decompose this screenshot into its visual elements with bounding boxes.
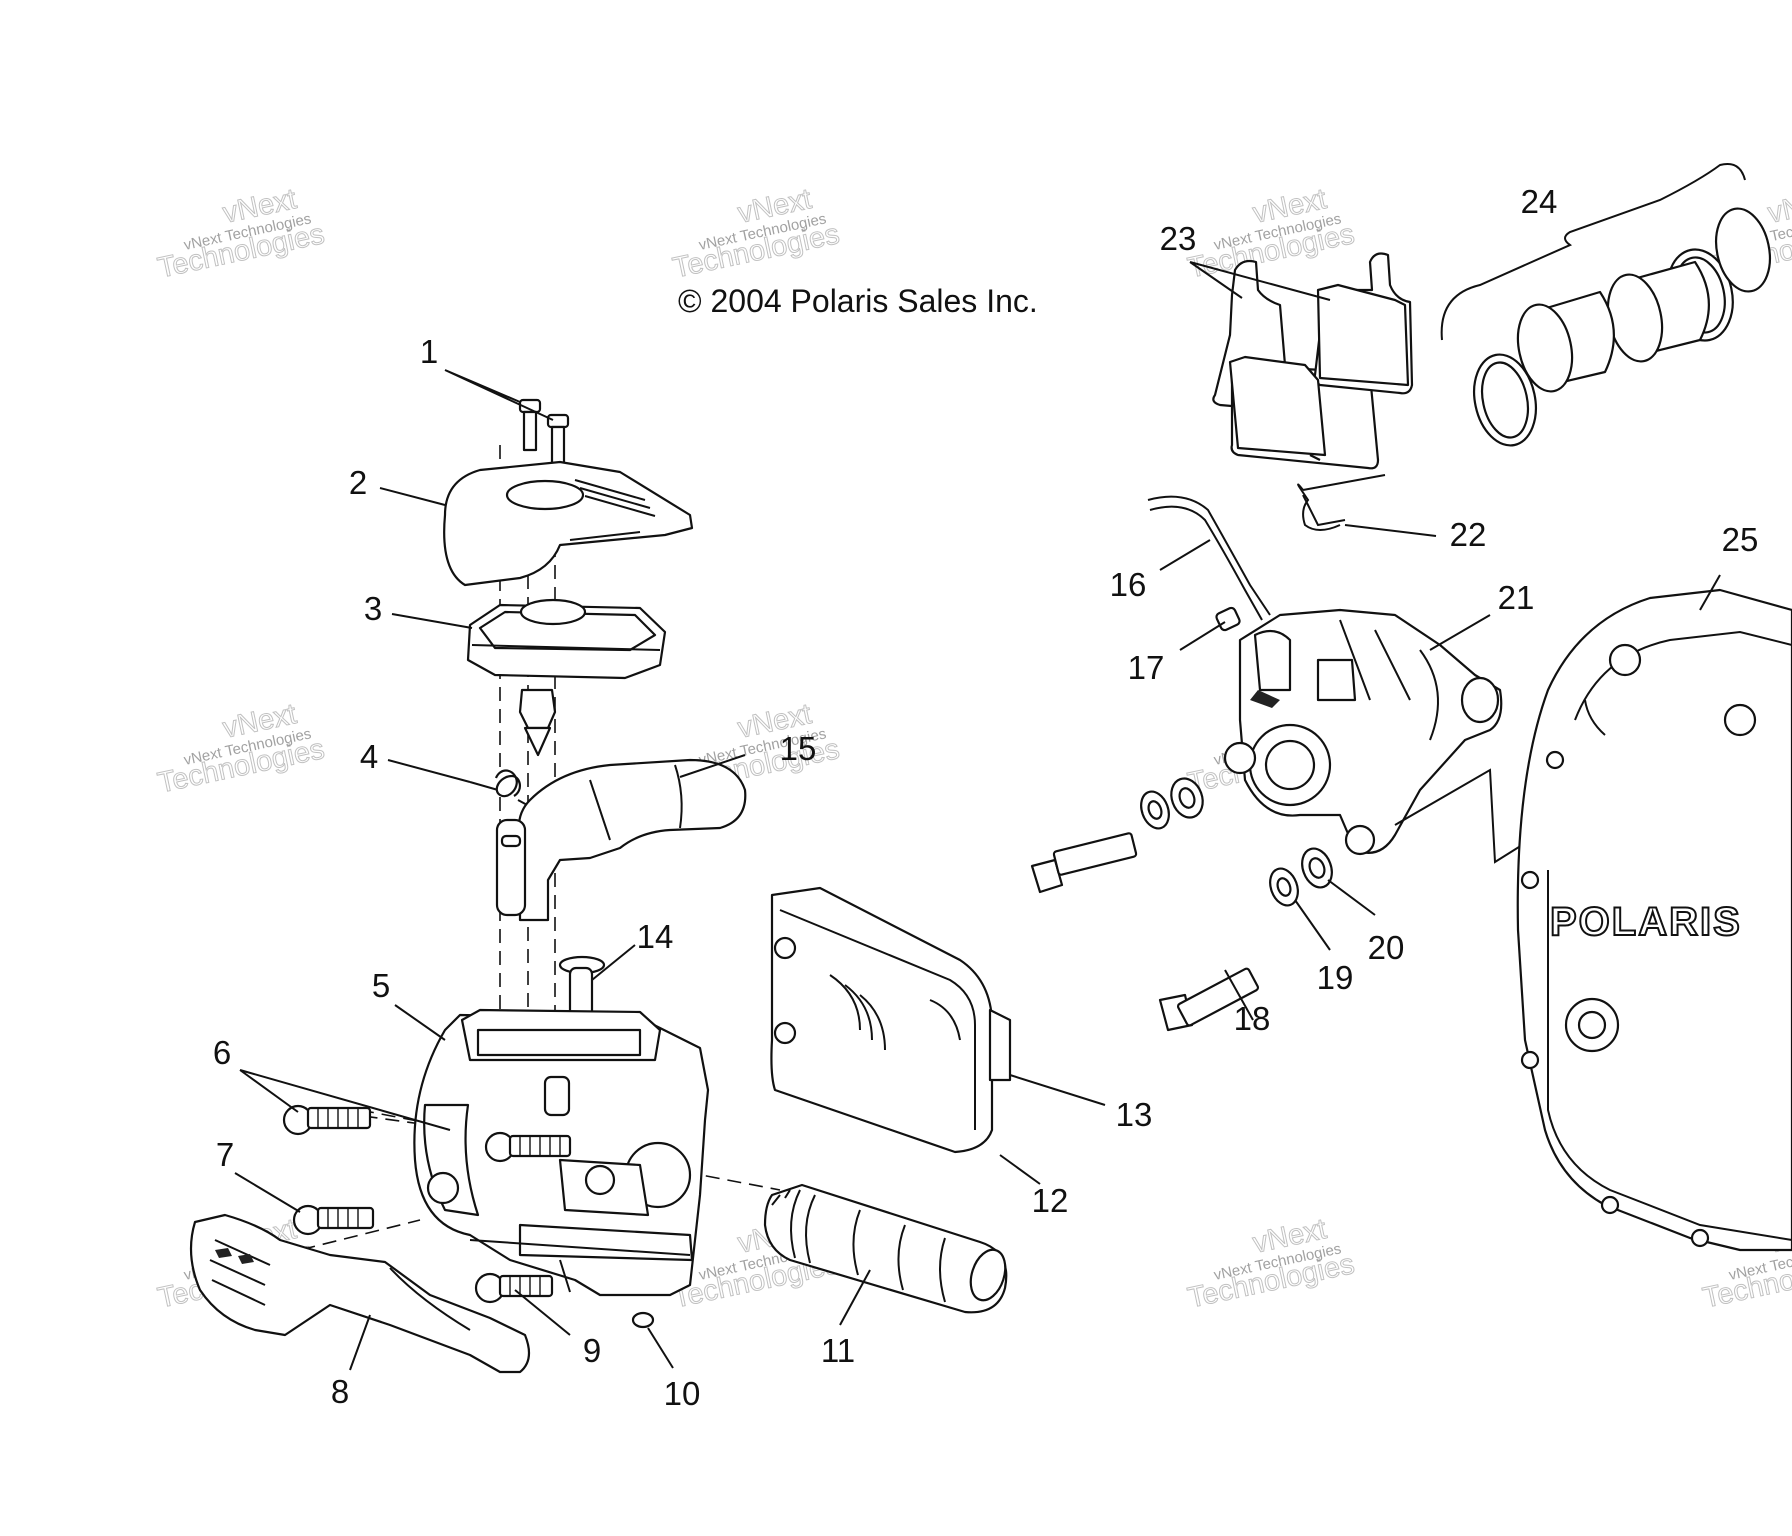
- callout-19: 19: [1317, 959, 1354, 996]
- part-3-diaphragm: [466, 598, 667, 680]
- part-11-hand-grip: [763, 1183, 1008, 1314]
- callout-13: 13: [1116, 1096, 1153, 1133]
- part-1-screws: [518, 398, 570, 467]
- part-20-washer: [1301, 847, 1333, 889]
- callout-16: 16: [1110, 566, 1147, 603]
- watermark: vNext Technologies Technologies vNext: [155, 183, 328, 285]
- callout-labels: 1 2 3 4 5 6 7 8 9 10 11 12 13 14 15 16 1…: [213, 183, 1759, 1412]
- callout-20: 20: [1368, 929, 1405, 966]
- part-17-bleeder: [1215, 606, 1241, 632]
- leader-lines: [234, 261, 1721, 1371]
- callout-25: 25: [1722, 521, 1759, 558]
- polaris-logo-text: POLARIS: [1550, 900, 1742, 944]
- part-9-screw: [474, 1272, 554, 1304]
- callout-21: 21: [1498, 579, 1535, 616]
- part-7-screw: [292, 1204, 375, 1236]
- svg-text:vNext: vNext: [1765, 183, 1792, 230]
- watermark: vNext Technologies Technologies vNext: [155, 698, 328, 800]
- part-24-piston-set: [1440, 163, 1771, 447]
- part-4-spring: [469, 769, 541, 813]
- watermark: vNext Technologies Technologies vNext: [1185, 183, 1358, 285]
- part-washer-upper: [1140, 777, 1204, 830]
- callout-24: 24: [1521, 183, 1558, 220]
- part-10-clip: [631, 1311, 655, 1329]
- callout-2: 2: [349, 464, 367, 501]
- callout-9: 9: [583, 1332, 601, 1369]
- callout-18: 18: [1234, 1000, 1271, 1037]
- callout-17: 17: [1128, 649, 1165, 686]
- part-6-screw: [282, 1104, 372, 1136]
- part-2-reservoir-cover: [443, 460, 694, 587]
- callout-7: 7: [216, 1136, 234, 1173]
- callout-12: 12: [1032, 1182, 1069, 1219]
- callout-3: 3: [364, 590, 382, 627]
- callout-22: 22: [1450, 516, 1487, 553]
- part-plunger: [518, 688, 557, 757]
- callout-23: 23: [1160, 220, 1197, 257]
- callout-8: 8: [331, 1373, 349, 1410]
- callout-5: 5: [372, 967, 390, 1004]
- part-16-brake-line: [1147, 495, 1271, 621]
- callout-14: 14: [637, 918, 674, 955]
- part-21-caliper: [1223, 608, 1503, 856]
- part-19-washer: [1269, 867, 1299, 907]
- callout-15: 15: [780, 730, 817, 767]
- part-8-brake-lever: [189, 1213, 531, 1374]
- part-23-pad-set: [1228, 283, 1410, 457]
- callout-1: 1: [420, 333, 438, 370]
- callout-11: 11: [821, 1332, 855, 1369]
- copyright-text: © 2004 Polaris Sales Inc.: [678, 283, 1038, 319]
- watermark: vNext Technologies Technologies vNext: [670, 183, 843, 285]
- part-18-bolt: [1158, 967, 1259, 1032]
- watermark: vNext Technologies Technologies vNext: [1185, 1213, 1358, 1315]
- callout-6: 6: [213, 1034, 231, 1071]
- part-6-screw: [484, 1131, 572, 1163]
- part-22-retaining-pin: [1297, 474, 1386, 531]
- callout-4: 4: [360, 738, 378, 775]
- part-bolt-upper: [1030, 832, 1138, 894]
- part-25-chaincase-cover: POLARIS: [1516, 588, 1792, 1252]
- part-15-lever-bracket: [495, 758, 747, 922]
- callout-10: 10: [664, 1375, 701, 1412]
- part-12-handguard: [770, 886, 1012, 1154]
